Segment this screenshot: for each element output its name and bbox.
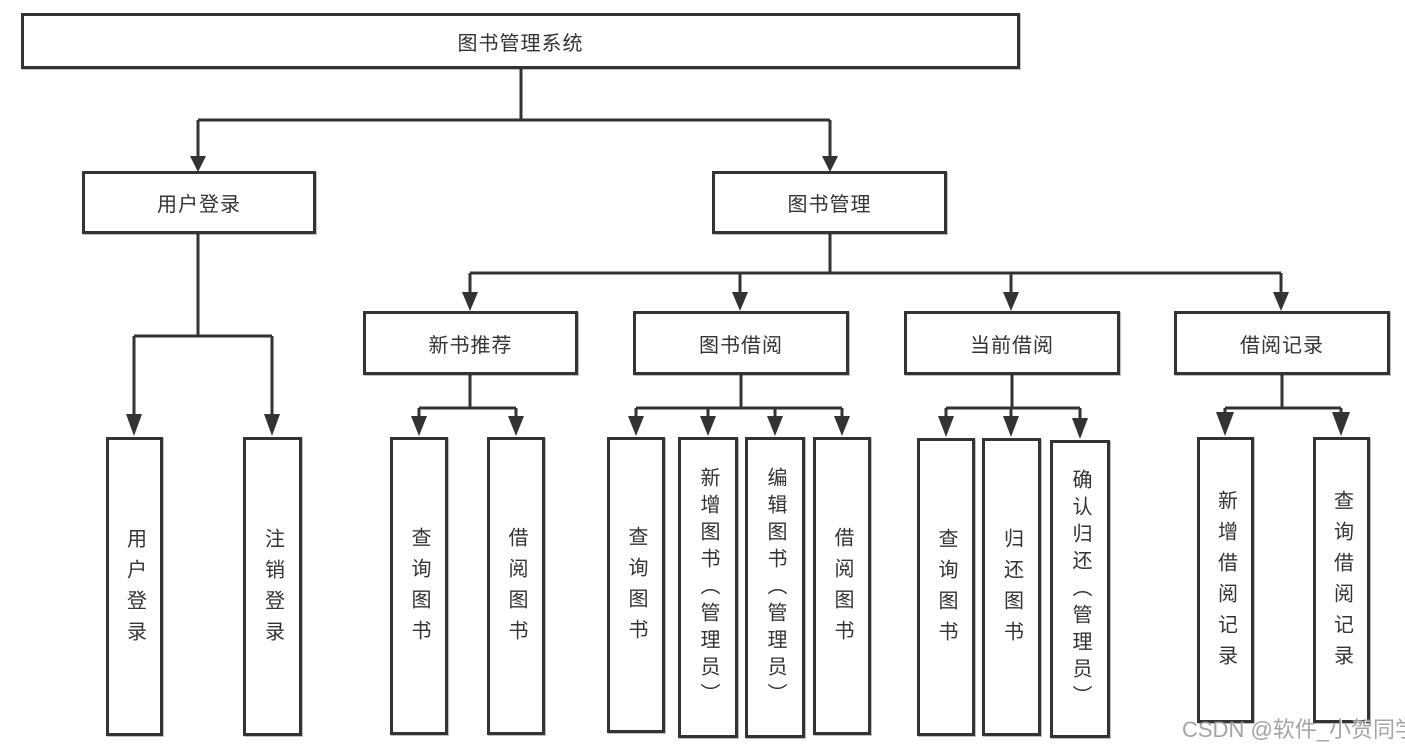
connector-current-borrow: [944, 374, 1082, 422]
node-new-book-recommend: 新书推荐: [363, 311, 578, 375]
leaf-query-books-current: 查询图书: [917, 438, 975, 736]
leaf-logout: 注销登录: [243, 437, 302, 736]
leaf-return-books: 归还图书: [982, 438, 1041, 736]
arrowheads-book-management: [462, 292, 1289, 311]
node-library-management-system: 图书管理系统: [21, 13, 1020, 69]
connector-book-borrow: [634, 374, 844, 420]
node-borrow-records: 借阅记录: [1174, 311, 1390, 375]
leaf-query-books-borrow: 查询图书: [607, 437, 665, 733]
arrowheads-new-book: [411, 416, 524, 436]
arrowheads-current-borrow: [938, 416, 1088, 439]
leaf-edit-books-admin: 编辑图书（管理员）: [745, 437, 805, 738]
arrowheads-book-borrow: [628, 416, 850, 436]
connector-new-book: [417, 374, 518, 420]
node-book-borrow: 图书借阅: [633, 311, 849, 375]
leaf-borrow-books: 借阅图书: [813, 437, 871, 735]
leaf-query-books-recommend: 查询图书: [390, 437, 448, 735]
connector-root-split: [196, 68, 832, 158]
leaf-confirm-return-admin: 确认归还（管理员）: [1050, 440, 1110, 738]
leaf-add-borrow-record: 新增借阅记录: [1197, 437, 1254, 723]
arrowheads-user-login: [126, 414, 280, 436]
arrowheads-level1: [190, 156, 838, 172]
arrowheads-borrow-records: [1216, 412, 1350, 436]
leaf-add-books-admin: 新增图书（管理员）: [678, 437, 738, 738]
node-book-management: 图书管理: [712, 171, 947, 234]
connector-borrow-records: [1223, 374, 1343, 418]
connector-user-login: [132, 234, 274, 420]
node-user-login: 用户登录: [82, 171, 316, 234]
leaf-borrow-books-recommend: 借阅图书: [487, 437, 545, 735]
node-current-borrow: 当前借阅: [904, 311, 1120, 375]
leaf-query-borrow-record: 查询借阅记录: [1313, 437, 1370, 723]
csdn-watermark: CSDN @软件_小贺同学: [1182, 717, 1405, 742]
leaf-user-login: 用户登录: [106, 437, 163, 736]
connector-book-management: [468, 234, 1283, 296]
